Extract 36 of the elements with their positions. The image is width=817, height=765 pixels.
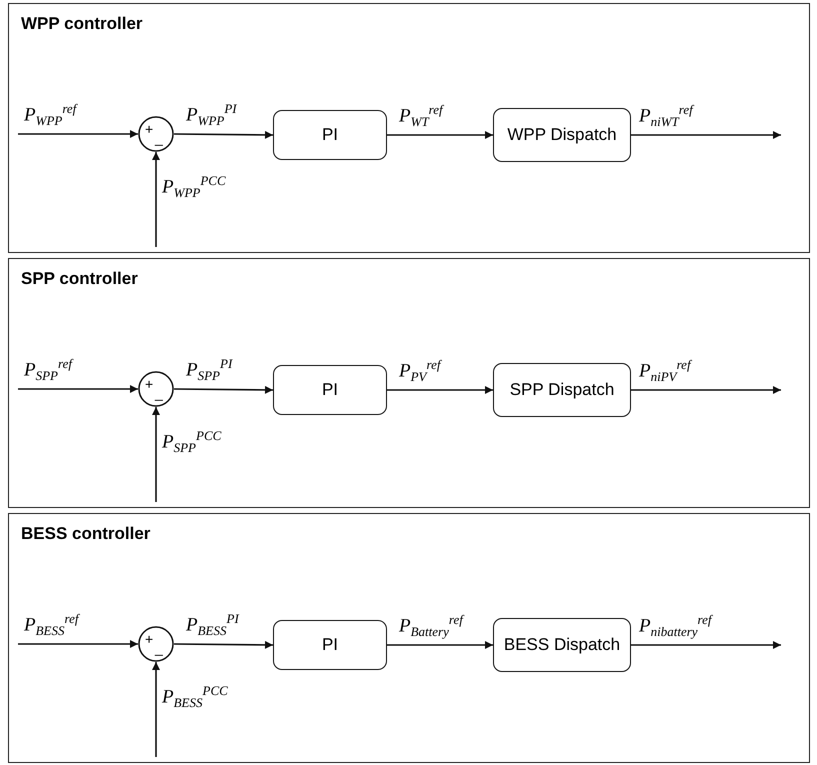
summing-junction	[138, 371, 174, 407]
minus-sign: _	[155, 641, 163, 655]
signal-arrow	[387, 131, 493, 139]
minus-sign: _	[155, 386, 163, 400]
signal-arrow	[18, 130, 138, 138]
panel-title: BESS controller	[21, 524, 150, 544]
plus-sign: +	[145, 632, 154, 646]
feedback-arrow	[152, 662, 160, 757]
process-block: PI	[273, 110, 387, 160]
plus-sign: +	[145, 377, 154, 391]
signal-arrow	[387, 641, 493, 649]
process-block: WPP Dispatch	[493, 108, 631, 162]
controller-panel	[8, 3, 810, 253]
signal-arrow	[174, 130, 273, 139]
signal-arrow	[631, 641, 781, 649]
controller-panel	[8, 513, 810, 763]
summing-junction	[138, 626, 174, 662]
minus-sign: _	[155, 131, 163, 145]
panel-title: SPP controller	[21, 269, 138, 289]
process-block: SPP Dispatch	[493, 363, 631, 417]
signal-arrow	[387, 386, 493, 394]
feedback-arrow	[152, 152, 160, 247]
signal-arrow	[18, 640, 138, 648]
process-block: PI	[273, 365, 387, 415]
feedback-arrow	[152, 407, 160, 502]
signal-arrow	[174, 386, 273, 394]
controller-panel	[8, 258, 810, 508]
plus-sign: +	[145, 122, 154, 136]
process-block: BESS Dispatch	[493, 618, 631, 672]
panel-title: WPP controller	[21, 14, 143, 34]
signal-arrow	[631, 386, 781, 394]
signal-arrow	[631, 131, 781, 139]
summing-junction	[138, 116, 174, 152]
signal-arrow	[174, 640, 273, 649]
process-block: PI	[273, 620, 387, 670]
signal-arrow	[18, 385, 138, 393]
